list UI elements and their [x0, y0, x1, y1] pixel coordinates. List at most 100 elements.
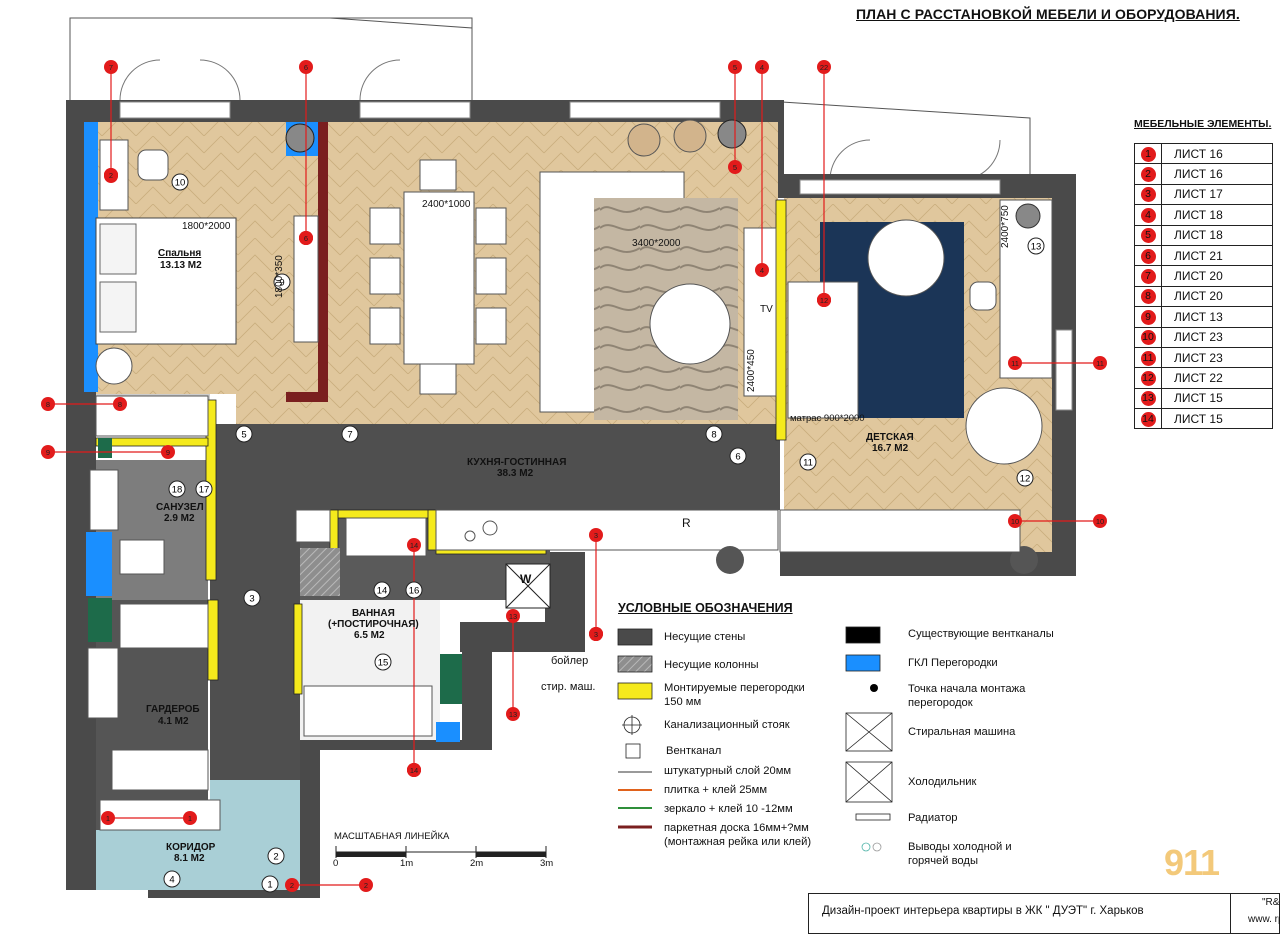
legend-label: Выводы холодной и [908, 841, 1012, 853]
legend-swatch-vent-duct [625, 743, 641, 759]
legend-label: Радиатор [908, 812, 958, 824]
reference-marker: 66 [299, 231, 313, 245]
parquet-wall-bottom [286, 392, 328, 402]
dining-group [369, 159, 507, 395]
room-name-kids: ДЕТСКАЯ [866, 432, 914, 443]
view-tag-number: 17 [199, 485, 210, 496]
living-group [285, 119, 777, 420]
title-block-right-bottom: www. rp [1248, 914, 1280, 925]
reference-marker-number: 2 [290, 881, 294, 890]
reference-markers: 7766554422222266889914143313133314141122… [41, 60, 1107, 892]
legend-label: штукатурный слой 20мм [664, 765, 792, 777]
reference-marker-number: 4 [760, 63, 764, 72]
scale-label: 3m [540, 858, 554, 869]
washer-symbol: W [520, 572, 532, 586]
view-tag-number: 16 [409, 586, 420, 597]
legend-swatch-existing-vents [845, 626, 881, 644]
reference-marker-number: 6 [304, 63, 308, 72]
view-tag-number: 11 [803, 458, 813, 469]
legend-label: Стиральная машина [908, 726, 1016, 738]
title-block-text: Дизайн-проект интерьера квартиры в ЖК " … [822, 905, 1144, 917]
view-tag-number: 14 [377, 586, 388, 597]
furniture-number-badge: 7 [1140, 269, 1156, 285]
dim-dining: 2400*1000 [422, 199, 471, 210]
reference-marker-number: 9 [46, 448, 50, 457]
furniture-number-badge: 3 [1140, 187, 1156, 203]
view-tag-number: 12 [1020, 474, 1031, 485]
legend-swatches [617, 626, 893, 852]
view-tag-number: 10 [175, 178, 186, 189]
reference-marker-number: 8 [118, 400, 122, 409]
view-tag-circle [243, 589, 261, 607]
room-name-bath: ВАННАЯ [352, 608, 395, 619]
legend-swatch-new-partitions [617, 682, 653, 700]
view-tag-number: 4 [169, 875, 174, 886]
reference-marker-number: 1 [188, 814, 192, 823]
view-tag-number: 9 [279, 278, 284, 289]
furniture-sheet-ref: ЛИСТ 13 [1161, 306, 1273, 328]
furniture-legend-title: МЕБЕЛЬНЫЕ ЭЛЕМЕНТЫ. [1134, 118, 1272, 130]
tv-label: TV [760, 304, 773, 315]
reference-marker-number: 5 [733, 63, 737, 72]
view-tag-number: 18 [172, 485, 183, 496]
scale-label: 1m [400, 858, 414, 869]
page-title: ПЛАН С РАССТАНОВКОЙ МЕБЕЛИ И ОБОРУДОВАНИ… [856, 6, 1240, 22]
scale-label: 2m [470, 858, 484, 869]
reference-marker-number: 3 [594, 531, 598, 540]
view-tag-number: 7 [347, 430, 352, 441]
title-block-right-top: "R& [1262, 897, 1280, 908]
reference-marker-number: 3 [594, 630, 598, 639]
furniture-number-badge: 9 [1140, 309, 1156, 325]
view-tag-circle [195, 480, 213, 498]
view-tag-circle [1027, 237, 1045, 255]
parquet-wall [318, 122, 328, 398]
view-tag-circle [405, 581, 423, 599]
legend-swatch-drywall [845, 654, 881, 672]
view-tag-circle [373, 581, 391, 599]
furniture-sheet-ref: ЛИСТ 18 [1161, 224, 1273, 246]
dim-rug: 3400*2000 [632, 238, 681, 249]
furniture-number-badge: 4 [1140, 207, 1156, 223]
balcony-top-left [69, 17, 473, 103]
room-name-corridor: КОРИДОР [166, 842, 216, 853]
reference-marker-number: 22 [820, 63, 828, 72]
bedroom-chair [137, 149, 169, 181]
room-area-kids: 16.7 М2 [872, 443, 909, 454]
legend-label: ГКЛ Перегородки [908, 657, 998, 669]
legend-label: (монтажная рейка или клей) [664, 836, 812, 848]
furniture-number-badge: 13 [1140, 391, 1156, 407]
view-tag-number: 8 [711, 430, 716, 441]
reference-marker: 22 [104, 168, 118, 182]
furniture-number-badge: 14 [1140, 411, 1156, 427]
reference-marker-number: 13 [509, 612, 517, 621]
kids-group [787, 199, 1053, 465]
dim-tv-unit: 2400*450 [746, 349, 757, 392]
legend-swatch-bearing-columns [617, 655, 653, 673]
reference-marker: 33 [589, 627, 603, 641]
balcony-top-right [781, 101, 1031, 185]
scale-title: МАСШТАБНАЯ ЛИНЕЙКА [334, 831, 450, 842]
reference-marker: 1212 [817, 293, 831, 307]
furniture-number-badge: 10 [1140, 330, 1156, 346]
furniture-sheet-ref: ЛИСТ 23 [1161, 346, 1273, 369]
dim-mattress: матрас 900*2000 [790, 413, 865, 424]
reference-marker-number: 8 [46, 400, 50, 409]
furniture-number-badge: 6 [1140, 248, 1156, 264]
bed [95, 217, 237, 345]
view-tag-circle [267, 847, 285, 865]
view-tag-circle [171, 173, 189, 191]
furniture-legend-row: 9 ЛИСТ 13 [1134, 306, 1273, 328]
reference-marker: 22 [285, 878, 373, 892]
furniture-number-badge: 1 [1140, 146, 1156, 162]
